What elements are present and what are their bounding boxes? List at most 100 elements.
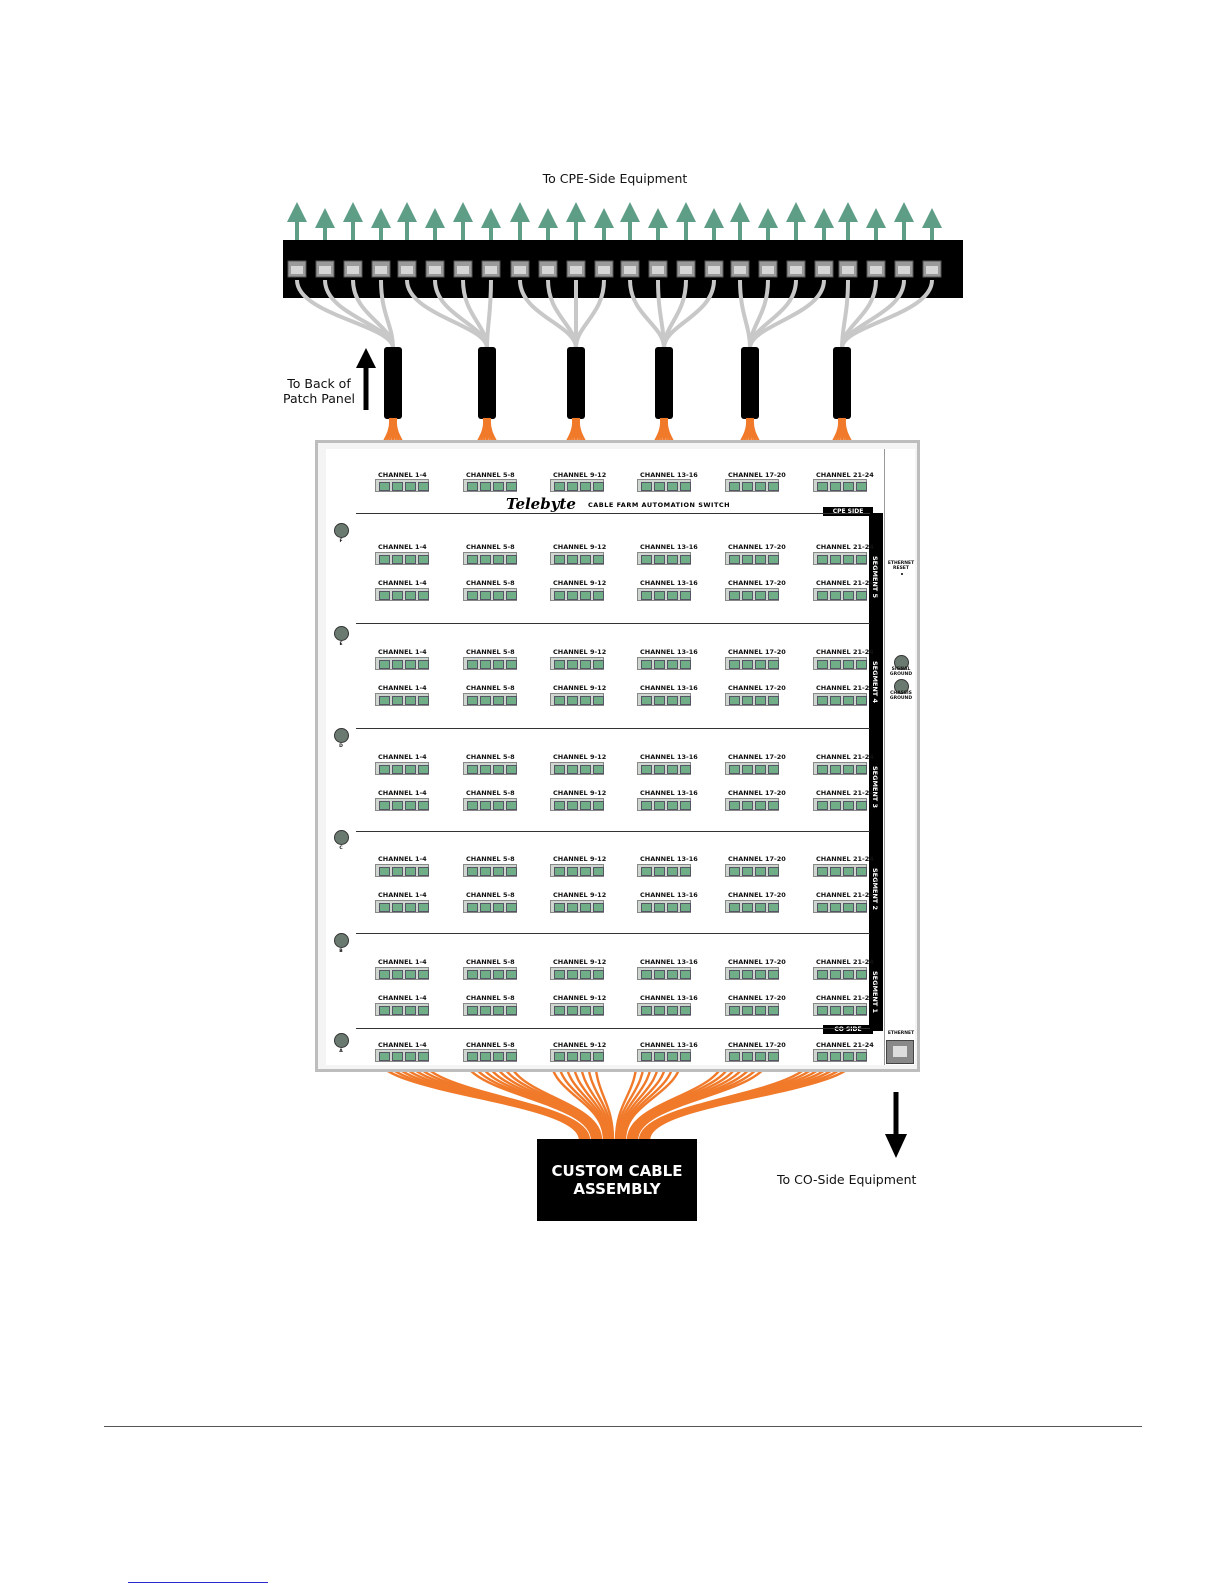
- rj-port[interactable]: [843, 591, 854, 600]
- rj-port[interactable]: [843, 970, 854, 979]
- rj-port[interactable]: [567, 555, 578, 564]
- rj-port[interactable]: [392, 1006, 403, 1015]
- rj-port[interactable]: [392, 801, 403, 810]
- rj-port[interactable]: [830, 970, 841, 979]
- ground-screw-icon[interactable]: [334, 728, 349, 743]
- rj-port[interactable]: [817, 1052, 828, 1061]
- rj-port[interactable]: [755, 591, 766, 600]
- rj-port[interactable]: [729, 801, 740, 810]
- rj-port[interactable]: [480, 801, 491, 810]
- rj-port[interactable]: [843, 867, 854, 876]
- rj-port[interactable]: [593, 1006, 604, 1015]
- rj-connector-block[interactable]: [463, 1049, 517, 1062]
- rj-port[interactable]: [742, 765, 753, 774]
- rj-port[interactable]: [467, 801, 478, 810]
- rj-port[interactable]: [593, 1052, 604, 1061]
- rj-port[interactable]: [755, 801, 766, 810]
- rj-port[interactable]: [554, 903, 565, 912]
- rj-port[interactable]: [654, 801, 665, 810]
- rj-port[interactable]: [405, 765, 416, 774]
- rj-port[interactable]: [654, 1006, 665, 1015]
- rj-connector-block[interactable]: [375, 967, 429, 980]
- rj-port[interactable]: [480, 1052, 491, 1061]
- rj-port[interactable]: [654, 696, 665, 705]
- rj-port[interactable]: [554, 555, 565, 564]
- rj-port[interactable]: [856, 555, 867, 564]
- rj-port[interactable]: [742, 867, 753, 876]
- rj-connector-block[interactable]: [637, 1003, 691, 1016]
- rj-port[interactable]: [768, 867, 779, 876]
- rj-port[interactable]: [392, 1052, 403, 1061]
- rj-port[interactable]: [493, 591, 504, 600]
- rj-port[interactable]: [493, 696, 504, 705]
- ground-terminal-icon[interactable]: [894, 655, 909, 670]
- rj-connector-block[interactable]: [813, 762, 867, 775]
- rj-port[interactable]: [654, 1052, 665, 1061]
- rj-connector-block[interactable]: [813, 479, 867, 492]
- rj-port[interactable]: [405, 1052, 416, 1061]
- rj-port[interactable]: [467, 970, 478, 979]
- rj-port[interactable]: [593, 903, 604, 912]
- rj-port[interactable]: [405, 696, 416, 705]
- rj-port[interactable]: [856, 1052, 867, 1061]
- rj-port[interactable]: [680, 867, 691, 876]
- rj-connector-block[interactable]: [725, 762, 779, 775]
- rj-port[interactable]: [817, 867, 828, 876]
- rj-connector-block[interactable]: [813, 864, 867, 877]
- rj-connector-block[interactable]: [637, 588, 691, 601]
- rj-port[interactable]: [554, 696, 565, 705]
- rj-connector-block[interactable]: [463, 552, 517, 565]
- rj-port[interactable]: [554, 801, 565, 810]
- rj-port[interactable]: [467, 867, 478, 876]
- rj-port[interactable]: [843, 1052, 854, 1061]
- rj-connector-block[interactable]: [725, 864, 779, 877]
- rj-port[interactable]: [567, 696, 578, 705]
- rj-connector-block[interactable]: [550, 967, 604, 980]
- rj-port[interactable]: [856, 591, 867, 600]
- rj-port[interactable]: [418, 660, 429, 669]
- rj-port[interactable]: [593, 555, 604, 564]
- rj-port[interactable]: [856, 482, 867, 491]
- rj-port[interactable]: [680, 660, 691, 669]
- rj-port[interactable]: [742, 555, 753, 564]
- rj-port[interactable]: [392, 903, 403, 912]
- rj-port[interactable]: [593, 765, 604, 774]
- rj-port[interactable]: [667, 1006, 678, 1015]
- rj-port[interactable]: [768, 801, 779, 810]
- rj-port[interactable]: [506, 765, 517, 774]
- rj-port[interactable]: [567, 903, 578, 912]
- rj-port[interactable]: [580, 1006, 591, 1015]
- rj-port[interactable]: [392, 660, 403, 669]
- rj-port[interactable]: [667, 660, 678, 669]
- rj-port[interactable]: [467, 660, 478, 669]
- rj-port[interactable]: [418, 696, 429, 705]
- rj-port[interactable]: [567, 801, 578, 810]
- rj-connector-block[interactable]: [637, 693, 691, 706]
- rj-port[interactable]: [742, 801, 753, 810]
- rj-port[interactable]: [580, 696, 591, 705]
- rj-port[interactable]: [768, 1006, 779, 1015]
- rj-connector-block[interactable]: [550, 552, 604, 565]
- rj-port[interactable]: [493, 801, 504, 810]
- rj-port[interactable]: [480, 482, 491, 491]
- rj-connector-block[interactable]: [637, 798, 691, 811]
- rj-connector-block[interactable]: [813, 967, 867, 980]
- rj-connector-block[interactable]: [550, 1049, 604, 1062]
- rj-port[interactable]: [680, 1052, 691, 1061]
- rj-connector-block[interactable]: [813, 1049, 867, 1062]
- rj-port[interactable]: [405, 970, 416, 979]
- rj-connector-block[interactable]: [725, 900, 779, 913]
- rj-connector-block[interactable]: [813, 798, 867, 811]
- rj-port[interactable]: [379, 765, 390, 774]
- rj-port[interactable]: [593, 801, 604, 810]
- rj-port[interactable]: [467, 555, 478, 564]
- rj-connector-block[interactable]: [637, 967, 691, 980]
- rj-port[interactable]: [567, 591, 578, 600]
- rj-port[interactable]: [418, 1006, 429, 1015]
- rj-port[interactable]: [641, 765, 652, 774]
- rj-port[interactable]: [830, 482, 841, 491]
- rj-port[interactable]: [729, 1052, 740, 1061]
- rj-port[interactable]: [729, 591, 740, 600]
- rj-port[interactable]: [467, 591, 478, 600]
- rj-connector-block[interactable]: [463, 967, 517, 980]
